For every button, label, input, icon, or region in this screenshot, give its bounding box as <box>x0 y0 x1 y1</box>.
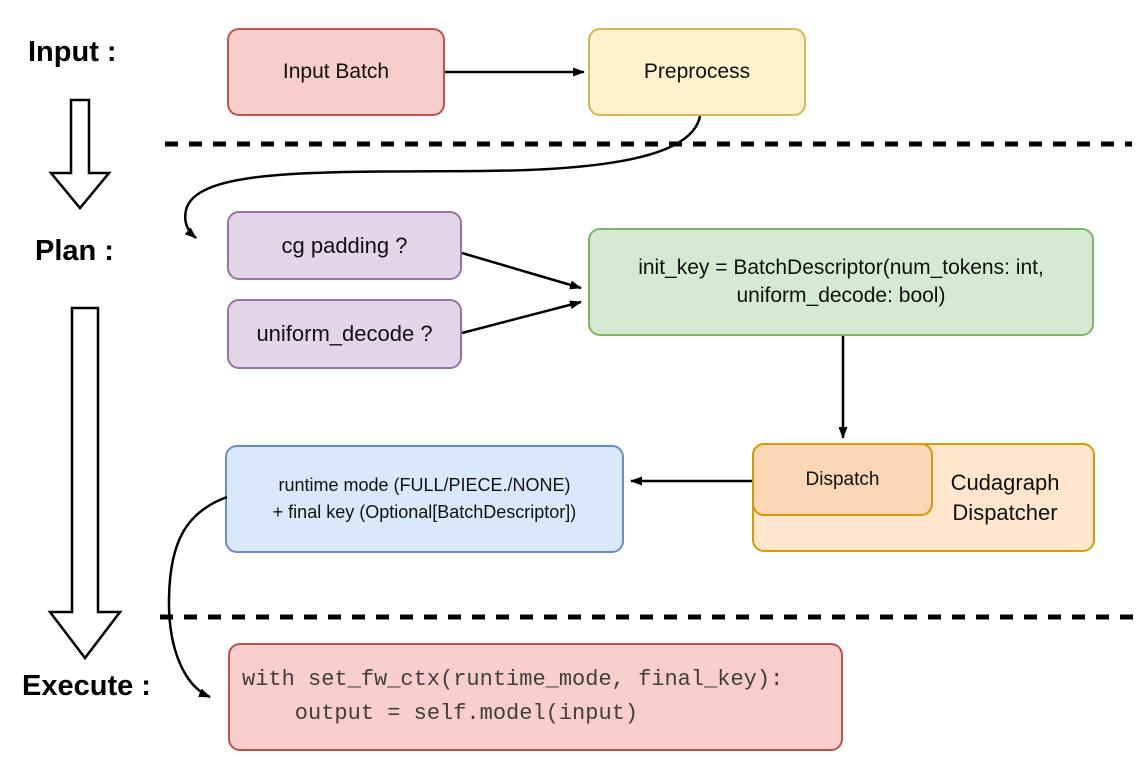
cg-padding-node: cg padding ? <box>227 211 462 280</box>
init-key-label: init_key = BatchDescriptor(num_tokens: i… <box>638 255 1044 307</box>
down-arrow-icon-input <box>48 98 112 210</box>
cg-padding-label: cg padding ? <box>281 232 408 258</box>
connector-uniformdecode-initkey <box>461 300 582 335</box>
stage-label-plan: Plan : <box>35 235 114 267</box>
connector-cgpadding-initkey <box>461 251 582 290</box>
execute-code-node: with set_fw_ctx(runtime_mode, final_key)… <box>228 643 843 751</box>
uniform-decode-label: uniform_decode ? <box>256 321 433 347</box>
input-batch-label: Input Batch <box>282 59 390 83</box>
dispatch-label: Dispatch <box>805 468 880 490</box>
execute-code-text: with set_fw_ctx(runtime_mode, final_key)… <box>242 667 784 726</box>
dispatch-node: Dispatch <box>752 443 933 516</box>
stage-label-execute: Execute : <box>22 670 151 702</box>
cudagraph-dispatcher-label: Cudagraph Dispatcher <box>950 469 1060 525</box>
preprocess-label: Preprocess <box>643 59 751 83</box>
runtime-mode-label: runtime mode (FULL/PIECE./NONE) + final … <box>272 475 577 522</box>
input-batch-node: Input Batch <box>227 28 445 116</box>
uniform-decode-node: uniform_decode ? <box>227 299 462 369</box>
runtime-mode-node: runtime mode (FULL/PIECE./NONE) + final … <box>225 445 624 553</box>
preprocess-node: Preprocess <box>588 28 806 116</box>
down-arrow-icon-plan <box>47 306 123 661</box>
connector-runtimemode-executecode <box>167 495 228 699</box>
stage-label-input: Input : <box>28 36 117 68</box>
init-key-node: init_key = BatchDescriptor(num_tokens: i… <box>588 228 1094 336</box>
